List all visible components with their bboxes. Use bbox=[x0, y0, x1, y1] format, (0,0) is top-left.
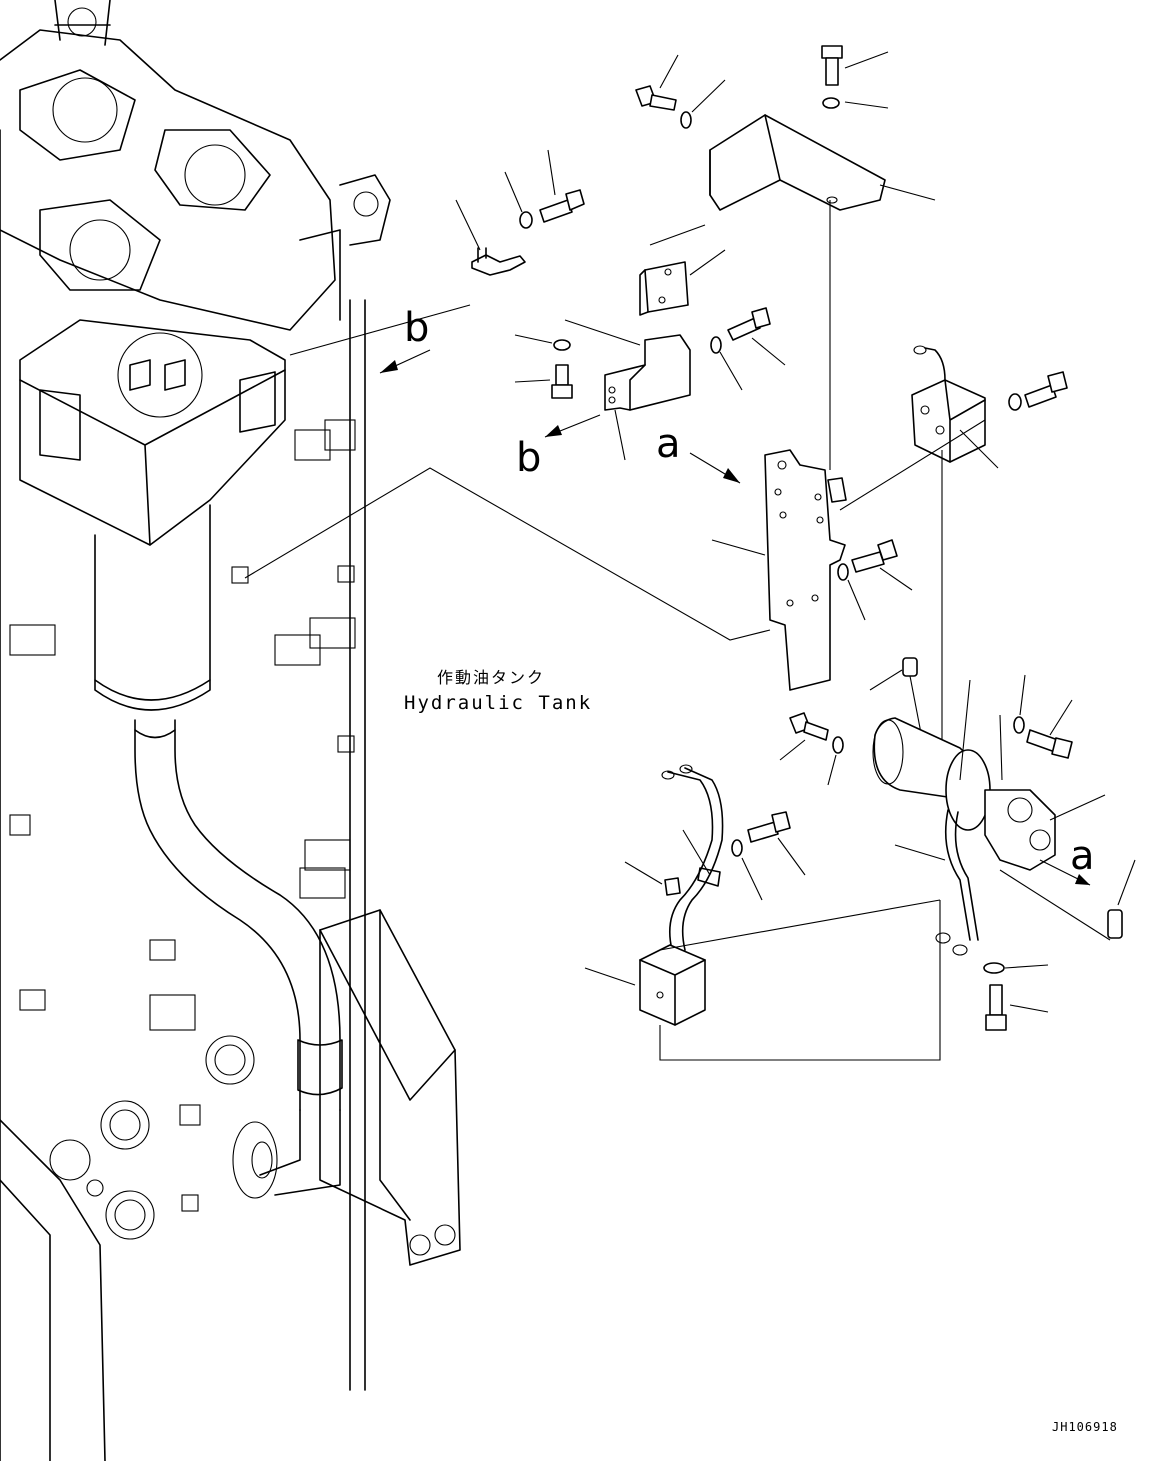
bolt-icon bbox=[821, 45, 889, 86]
leader-line bbox=[659, 899, 941, 951]
bracket-icon bbox=[689, 200, 847, 691]
callout-b-lower: b bbox=[516, 435, 542, 481]
callout-a-upper: a bbox=[656, 421, 681, 467]
leader-line bbox=[244, 467, 771, 641]
bolt-icon bbox=[1026, 699, 1073, 759]
washer-icon bbox=[504, 171, 533, 229]
washer-icon bbox=[1008, 393, 1022, 411]
washer-icon bbox=[983, 962, 1049, 974]
washer-icon bbox=[1013, 674, 1026, 734]
tank-label-japanese: 作動油タンク bbox=[437, 668, 546, 687]
bolt-icon bbox=[985, 984, 1049, 1031]
bracket-icon bbox=[564, 319, 691, 461]
washer-icon bbox=[710, 336, 743, 391]
leader-line bbox=[839, 419, 986, 511]
bolt-icon bbox=[779, 712, 829, 761]
pump-motor-icon bbox=[872, 679, 1111, 956]
bolt-icon bbox=[514, 364, 573, 399]
bolt-icon bbox=[1024, 371, 1068, 408]
bolt-icon bbox=[624, 861, 681, 896]
arrow-head bbox=[545, 425, 562, 437]
spacer-icon bbox=[1107, 859, 1136, 939]
bolt-icon bbox=[539, 149, 585, 223]
washer-icon bbox=[680, 79, 726, 129]
bracket-icon bbox=[639, 224, 726, 316]
washer-icon bbox=[514, 334, 571, 351]
washer-icon bbox=[827, 736, 844, 786]
clamp-icon bbox=[455, 199, 526, 276]
drawing-code: JH106918 bbox=[1052, 1420, 1118, 1434]
arrow-head bbox=[380, 360, 398, 373]
leader-line bbox=[289, 304, 471, 356]
bolt-icon bbox=[747, 811, 806, 876]
solenoid-valve-icon bbox=[911, 345, 999, 469]
callout-b-upper: b bbox=[404, 305, 430, 351]
harness-icon bbox=[661, 764, 724, 951]
bolt-icon bbox=[635, 54, 679, 111]
washer-icon bbox=[731, 839, 763, 901]
bracket-icon bbox=[709, 114, 936, 211]
tank-label-english: Hydraulic Tank bbox=[404, 692, 593, 714]
controller-box-icon bbox=[584, 944, 706, 1026]
callout-a-lower: a bbox=[1070, 833, 1095, 879]
leader-line bbox=[659, 900, 941, 1061]
bolt-icon bbox=[851, 539, 913, 591]
washer-icon bbox=[837, 563, 866, 621]
bolt-icon bbox=[727, 307, 786, 366]
washer-icon bbox=[822, 97, 889, 109]
machine-frame bbox=[0, 0, 461, 1461]
